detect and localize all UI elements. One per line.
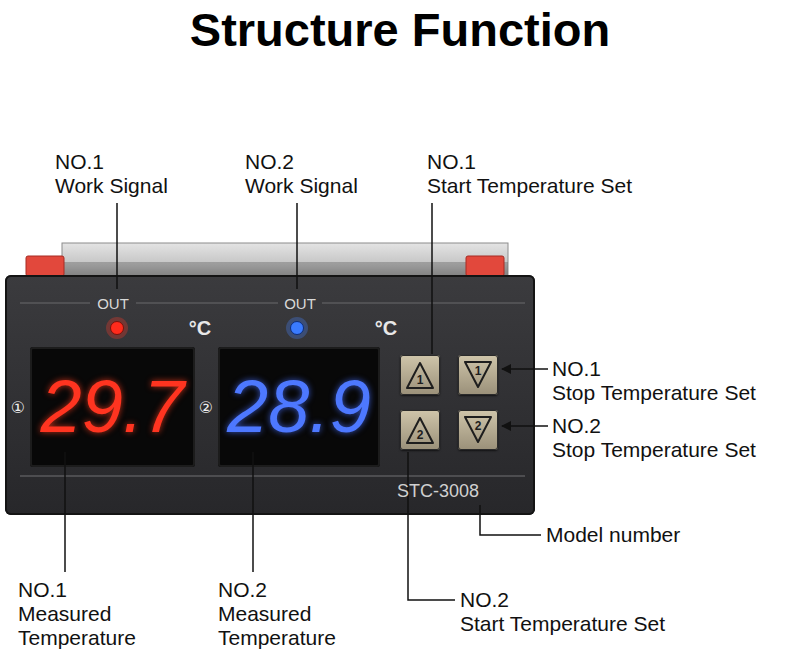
unit-marking: °C: [375, 318, 397, 338]
leader-line: [116, 203, 118, 289]
button-number: 1: [475, 365, 482, 377]
mount-clip: [466, 256, 504, 276]
leader-line: [252, 452, 254, 572]
leader-line: [296, 203, 298, 289]
model-marking: STC-3008: [397, 482, 479, 500]
callout-label: NO.1 Stop Temperature Set: [552, 357, 792, 405]
led-glow: [286, 317, 308, 339]
callout-label: NO.2 Start Temperature Set: [460, 588, 710, 636]
display-reading: 28.9: [227, 370, 371, 444]
led-glow: [106, 317, 128, 339]
temperature-display: 29.7: [30, 347, 195, 467]
callout-label: NO.2 Measured Temperature: [218, 578, 358, 650]
unit-marking: °C: [189, 318, 211, 338]
button-number: 1: [417, 374, 424, 386]
display-reading: 29.7: [40, 370, 184, 444]
channel-number: ①: [11, 400, 25, 416]
diagram-title: Structure Function: [0, 2, 800, 58]
callout-label: NO.1 Start Temperature Set: [427, 150, 677, 198]
callout-label: Model number: [546, 523, 680, 547]
leader-line: [480, 505, 541, 535]
leader-line: [64, 452, 66, 572]
panel-groove: [322, 302, 525, 304]
callout-label: NO.2 Work Signal: [245, 150, 395, 198]
button-number: 2: [417, 429, 424, 441]
down-triangle-symbol: [465, 362, 491, 387]
leader-line: [408, 452, 455, 600]
mount-clip: [26, 256, 64, 276]
out-marking: OUT: [97, 296, 129, 311]
callout-label: NO.2 Stop Temperature Set: [552, 414, 792, 462]
panel-groove: [136, 302, 278, 304]
button-number: 2: [475, 420, 482, 432]
down-triangle-symbol: [465, 417, 491, 442]
panel-groove: [20, 475, 525, 477]
leader-line: [431, 203, 433, 354]
temperature-display: 28.9: [218, 347, 380, 467]
leader-arrow: [502, 425, 548, 427]
leader-arrow: [502, 368, 548, 370]
controller-panel: OUT °C OUT °C ① ② STC-3008 29.7 28.9 1 1 2 2: [5, 275, 535, 515]
callout-label: NO.1 Measured Temperature: [18, 578, 158, 650]
red-led: [111, 322, 124, 335]
out-marking: OUT: [284, 296, 316, 311]
channel-number: ②: [199, 400, 213, 416]
up-triangle-symbol: [407, 363, 433, 388]
blue-led: [291, 322, 304, 335]
panel-groove: [20, 302, 90, 304]
housing-top: [62, 243, 508, 279]
callout-label: NO.1 Work Signal: [55, 150, 205, 198]
up-triangle-symbol: [407, 418, 433, 443]
